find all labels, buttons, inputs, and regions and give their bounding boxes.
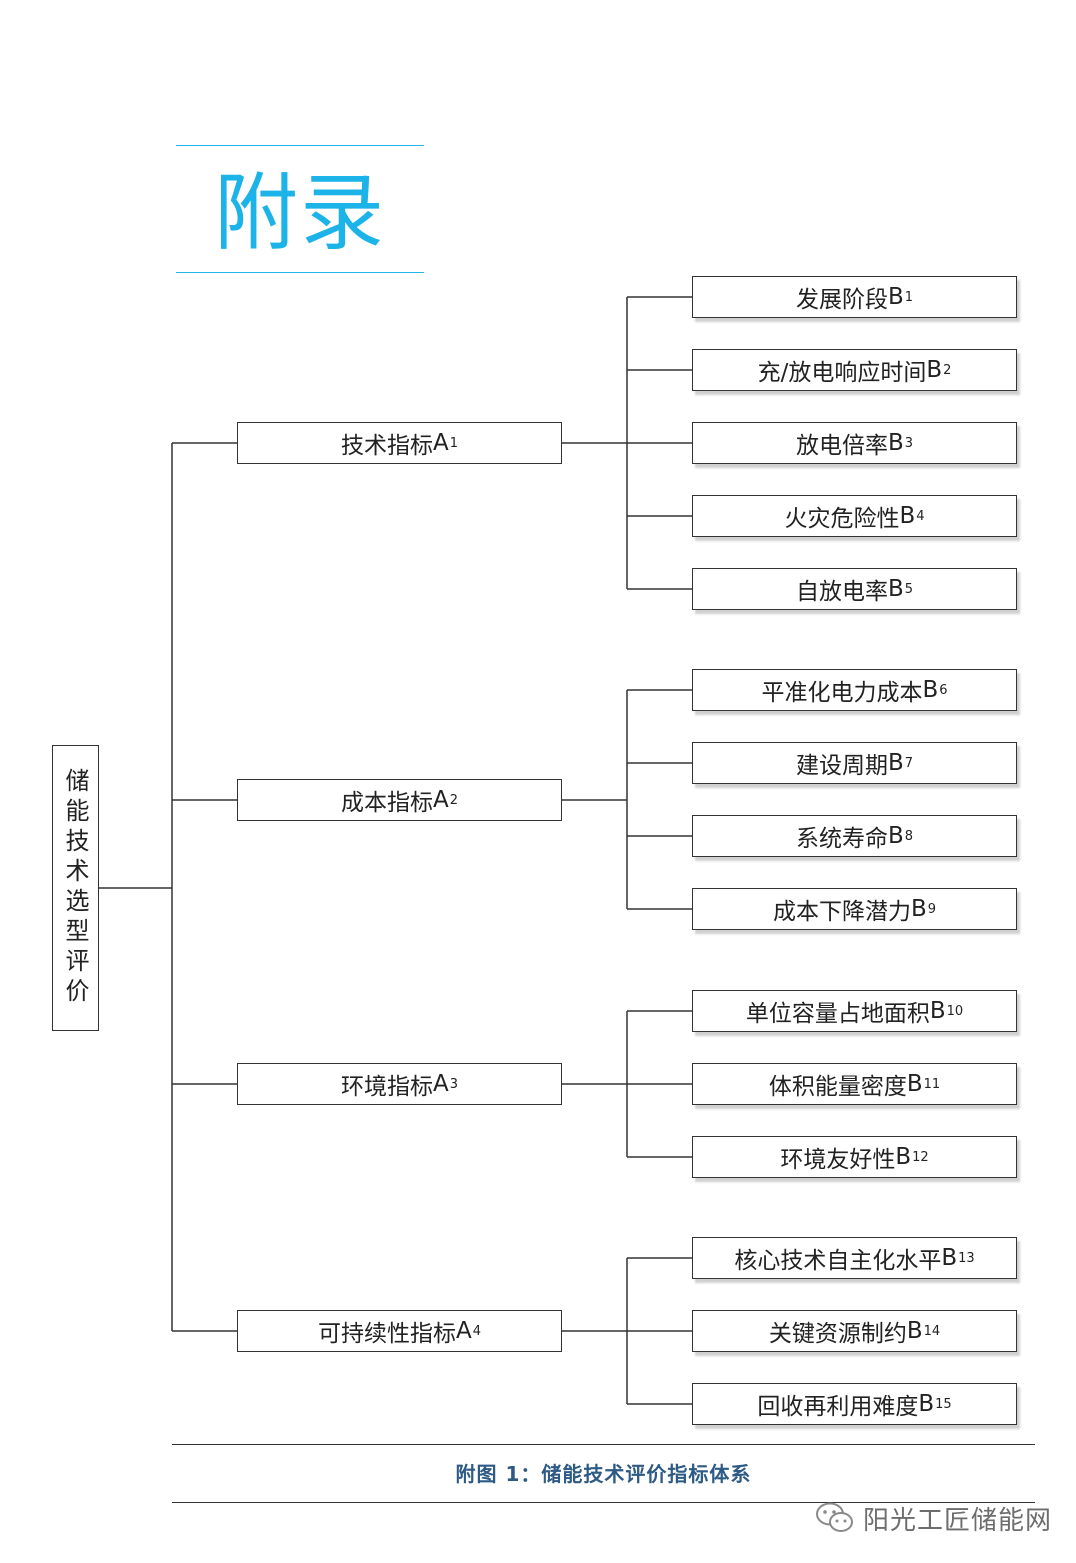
indicator-node-10-index: 10 <box>946 1003 964 1019</box>
indicator-node-7-code: B <box>887 750 904 776</box>
indicator-node-15-code: B <box>918 1391 935 1417</box>
indicator-node-15-label: 回收再利用难度 <box>757 1394 919 1420</box>
indicator-node-6-index: 6 <box>939 682 948 698</box>
indicator-node-8-index: 8 <box>904 828 914 844</box>
indicator-node-2-label: 充/放电响应时间 <box>757 360 927 386</box>
indicator-node-13-label: 核心技术自主化水平 <box>734 1248 942 1274</box>
indicator-node-5-label: 自放电率 <box>795 579 888 605</box>
indicator-node-13-index: 13 <box>958 1250 975 1266</box>
indicator-node-12-label: 环境友好性 <box>780 1147 896 1173</box>
indicator-node-6-label: 平准化电力成本 <box>761 680 923 706</box>
indicator-node-8-code: B <box>887 823 904 849</box>
title-rule-top <box>176 145 424 146</box>
indicator-node-9-label: 成本下降潜力 <box>772 899 911 925</box>
indicator-node-12-index: 12 <box>912 1149 929 1165</box>
group-node-4-code: A <box>455 1318 472 1344</box>
indicator-node-5-code: B <box>887 576 904 602</box>
indicator-node-7-label: 建设周期 <box>795 753 888 779</box>
indicator-node-4-code: B <box>899 503 916 529</box>
group-node-1-label: 技术指标 <box>340 433 433 459</box>
caption-rule-bottom <box>172 1502 1035 1503</box>
indicator-node-12-code: B <box>895 1144 912 1170</box>
indicator-node-1-label: 发展阶段 <box>795 287 888 313</box>
indicator-node-4-label: 火灾危险性 <box>784 506 900 532</box>
indicator-node-6-code: B <box>922 677 939 703</box>
group-node-3-code: A <box>432 1071 449 1097</box>
page-title: 附录 <box>213 164 386 262</box>
indicator-node-9-code: B <box>910 896 927 922</box>
group-node-2-index: 2 <box>449 792 458 808</box>
group-node-1-code: A <box>432 430 449 456</box>
indicator-node-14-code: B <box>906 1318 923 1344</box>
indicator-node-10-code: B <box>929 998 946 1024</box>
indicator-node-13-code: B <box>941 1245 958 1271</box>
indicator-node-4-index: 4 <box>916 508 925 524</box>
indicator-node-14-index: 14 <box>923 1323 941 1339</box>
wechat-icon <box>816 1502 853 1532</box>
group-node-3-index: 3 <box>449 1076 458 1092</box>
indicator-node-5-index: 5 <box>904 581 914 597</box>
root-label: 储能技术选型评价 <box>61 768 89 1008</box>
group-node-4-label: 可持续性指标 <box>317 1321 456 1347</box>
indicator-node-3-index: 3 <box>904 435 914 451</box>
indicator-node-3-code: B <box>887 430 904 456</box>
indicator-node-3-label: 放电倍率 <box>795 433 888 459</box>
group-node-4-index: 4 <box>472 1323 481 1339</box>
group-node-1-index: 1 <box>449 435 458 451</box>
indicator-node-15-index: 15 <box>935 1396 952 1412</box>
indicator-node-7-index: 7 <box>904 755 914 771</box>
watermark: 阳光工匠储能网 <box>815 1500 1052 1536</box>
indicator-node-8-label: 系统寿命 <box>795 826 888 852</box>
root-node: 储能技术选型评价 <box>52 745 99 1031</box>
title-rule-bottom <box>176 272 424 273</box>
figure-caption: 附图 1：储能技术评价指标体系 <box>455 1462 752 1486</box>
group-node-2-code: A <box>432 787 449 813</box>
indicator-node-10-label: 单位容量占地面积 <box>745 1001 930 1027</box>
indicator-node-2-index: 2 <box>943 362 952 378</box>
indicator-node-11-label: 体积能量密度 <box>768 1074 907 1100</box>
indicator-node-11-code: B <box>906 1071 923 1097</box>
indicator-node-14-label: 关键资源制约 <box>768 1321 907 1347</box>
watermark-text: 阳光工匠储能网 <box>863 1505 1053 1536</box>
group-node-3-label: 环境指标 <box>340 1074 433 1100</box>
indicator-node-1-index: 1 <box>904 289 914 305</box>
indicator-node-9-index: 9 <box>927 901 937 917</box>
indicator-node-2-code: B <box>926 357 943 383</box>
indicator-node-1-code: B <box>887 284 904 310</box>
indicator-node-11-index: 11 <box>923 1076 941 1092</box>
group-node-2-label: 成本指标 <box>340 790 433 816</box>
caption-rule-top <box>172 1444 1035 1445</box>
